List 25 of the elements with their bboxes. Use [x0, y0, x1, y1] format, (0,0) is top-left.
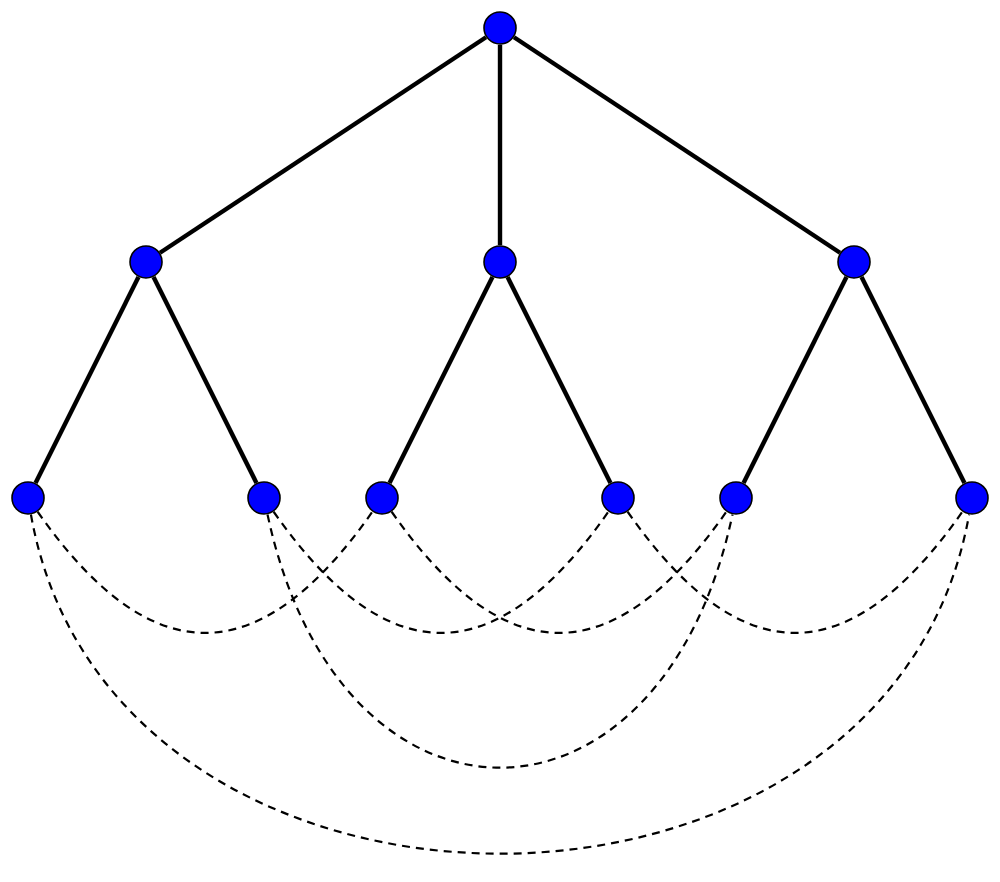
vertex-circle [837, 245, 871, 279]
edge-line [158, 35, 488, 255]
vertex-circle [129, 245, 163, 279]
edge-line [859, 276, 967, 484]
vertex-circle [601, 481, 635, 515]
dashed-curve [29, 514, 971, 855]
vertex-circle [365, 481, 399, 515]
edge-line [512, 35, 842, 255]
edge-line [741, 276, 849, 484]
edge-line [387, 276, 495, 484]
vertex-circle [11, 481, 45, 515]
dashed-curve [272, 511, 610, 634]
edge-line [497, 44, 503, 246]
dashed-curve [266, 514, 734, 769]
dashed-curve [36, 511, 374, 634]
edge-line [33, 276, 141, 484]
vertex-circle [247, 481, 281, 515]
vertex-circle [483, 11, 517, 45]
vertex-circle [955, 481, 989, 515]
vertex-circle [483, 245, 517, 279]
edge-line [505, 276, 613, 484]
dashed-curve [390, 511, 728, 634]
edge-line [151, 276, 259, 484]
dashed-curve [626, 511, 964, 634]
vertex-circle [719, 481, 753, 515]
